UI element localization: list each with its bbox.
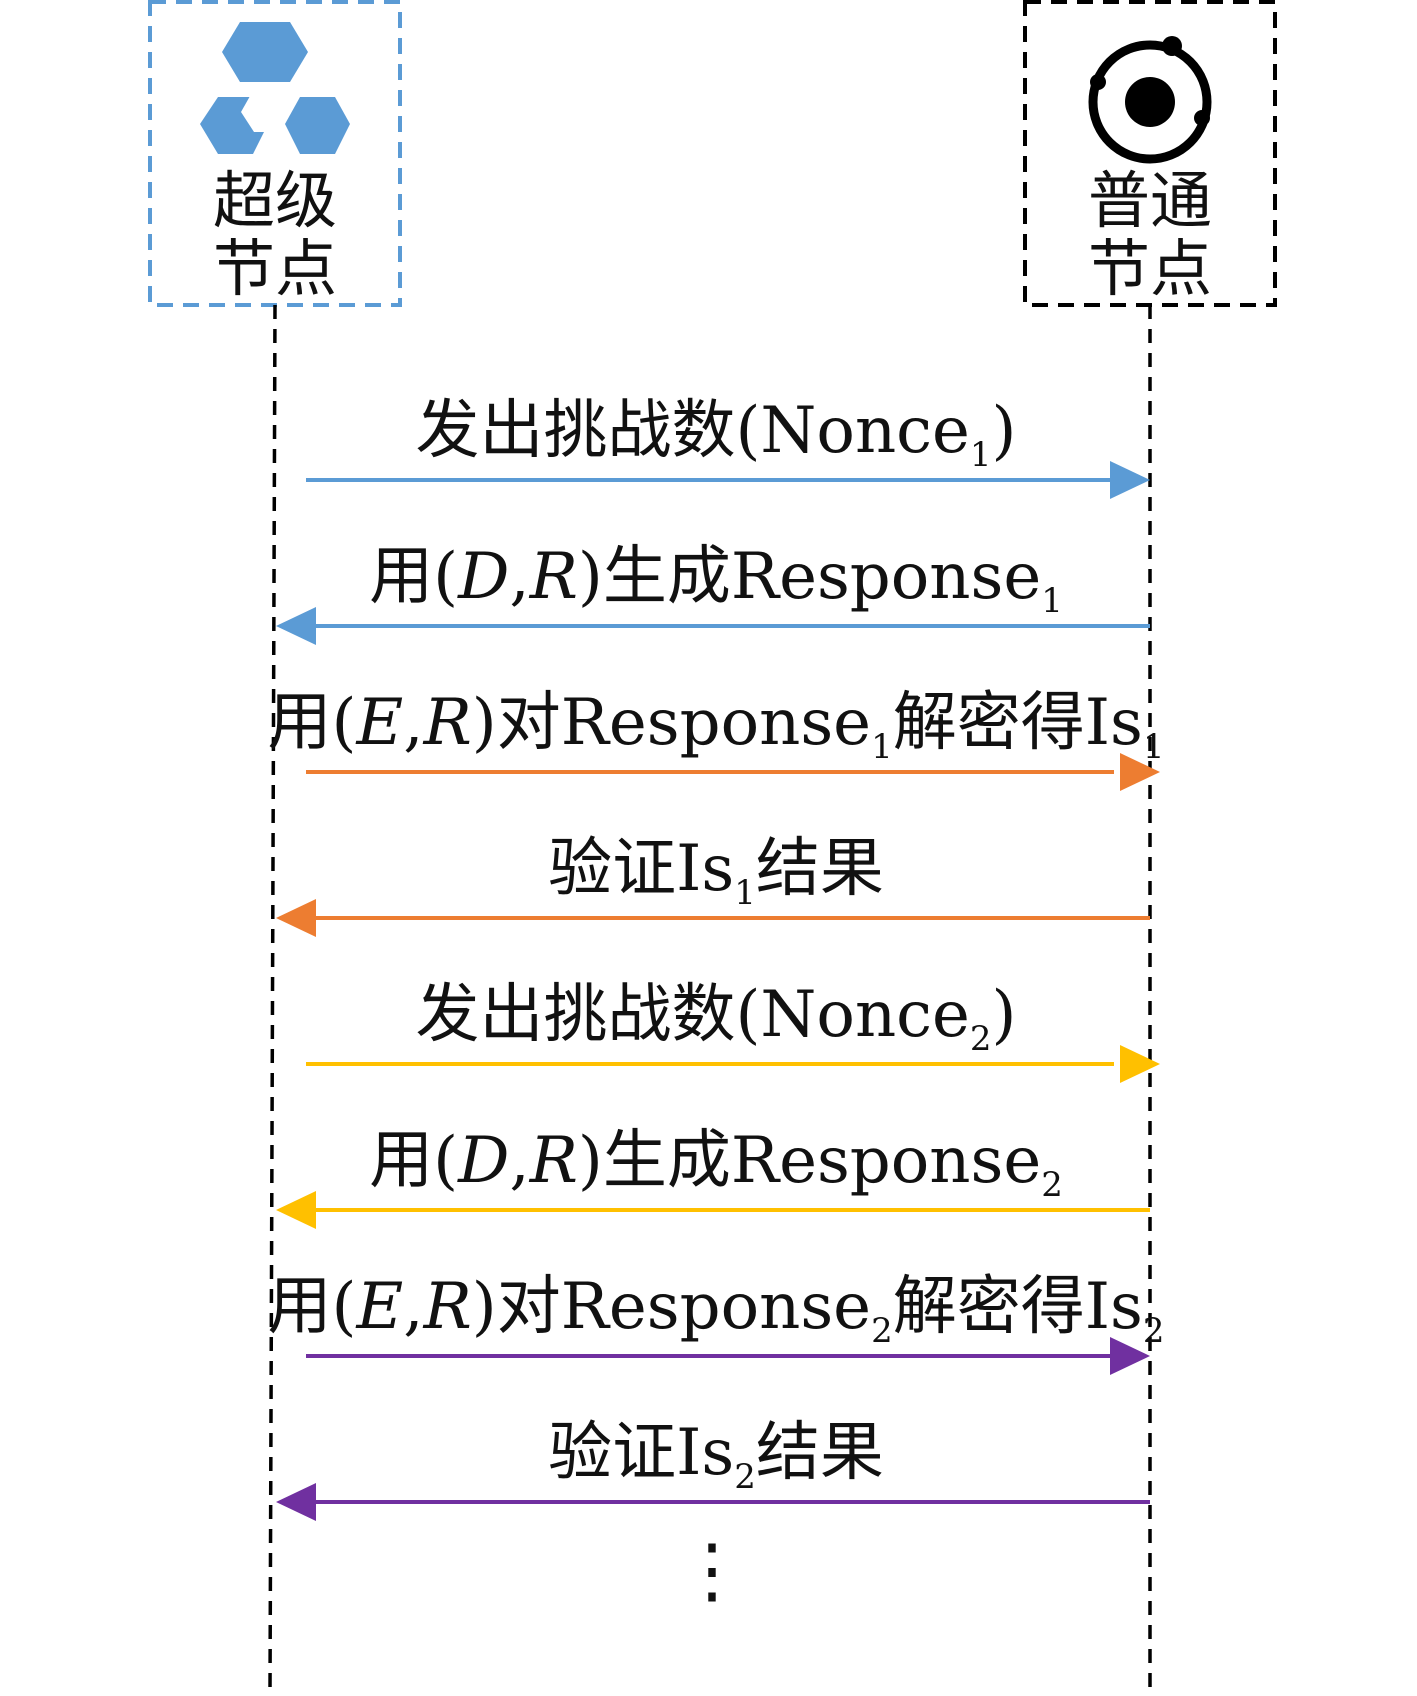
message-label-part: , — [509, 540, 529, 614]
message-label-part: 2 — [871, 1311, 893, 1351]
normal-node-label-line2: 节点 — [1088, 232, 1212, 305]
message-label-part: , — [403, 686, 423, 760]
message-label-part: )生成Response — [578, 540, 1041, 614]
continuation-dots: ⋮ — [676, 1528, 748, 1612]
message-label-part: 1 — [734, 873, 756, 913]
message-label-part: 验证Is — [548, 832, 734, 906]
message-label-part: 结果 — [756, 832, 884, 906]
message-label-part: , — [509, 1124, 529, 1198]
message-label-part: R — [529, 540, 578, 614]
message-label-part: 用( — [268, 1270, 357, 1344]
message-label-part: 1 — [1041, 581, 1063, 621]
message-arrow-head-7 — [1110, 1337, 1150, 1375]
message-label-part: 1 — [871, 727, 893, 767]
message-label-part: E — [356, 686, 404, 760]
message-label-part: 1 — [970, 435, 992, 475]
message-label-part: R — [529, 1124, 578, 1198]
message-label-part: D — [457, 540, 509, 614]
message-label-part: 发出挑战数(Nonce — [415, 978, 969, 1052]
message-label-part: 结果 — [756, 1416, 884, 1490]
message-arrow-head-3 — [1120, 753, 1160, 791]
message-label-part: 用( — [369, 1124, 458, 1198]
message-label-part: )生成Response — [578, 1124, 1041, 1198]
message-label-5: 发出挑战数(Nonce2) — [415, 978, 1016, 1059]
message-label-part: ) — [992, 394, 1017, 468]
message-label-part: D — [457, 1124, 509, 1198]
normal-node-icon — [1088, 36, 1212, 164]
message-label-part: 2 — [1143, 1311, 1165, 1351]
message-label-part: R — [423, 686, 472, 760]
super-node-label-line1: 超级 — [213, 164, 337, 237]
message-label-part: 验证Is — [548, 1416, 734, 1490]
message-label-8: 验证Is2结果 — [548, 1416, 884, 1497]
message-arrow-head-8 — [276, 1483, 316, 1521]
message-label-part: 解密得Is — [893, 1270, 1143, 1344]
super-node-label-line2: 节点 — [213, 232, 337, 305]
message-label-part: 2 — [1041, 1165, 1063, 1205]
message-label-part: 2 — [970, 1019, 992, 1059]
message-label-part: 用( — [369, 540, 458, 614]
message-arrow-head-4 — [276, 899, 316, 937]
message-label-part: , — [403, 1270, 423, 1344]
message-label-2: 用(D,R)生成Response1 — [369, 540, 1063, 621]
super-node-lifeline — [268, 304, 277, 1692]
message-arrow-head-2 — [276, 607, 316, 645]
super-node-icon — [200, 22, 350, 154]
message-label-part: 2 — [734, 1457, 756, 1497]
message-arrow-head-1 — [1110, 461, 1150, 499]
message-label-part: ) — [992, 978, 1017, 1052]
message-label-1: 发出挑战数(Nonce1) — [415, 394, 1016, 475]
message-label-part: 解密得Is — [893, 686, 1143, 760]
message-label-part: R — [423, 1270, 472, 1344]
message-label-4: 验证Is1结果 — [548, 832, 884, 913]
message-label-part: )对Response — [472, 1270, 871, 1344]
message-label-part: E — [356, 1270, 404, 1344]
message-label-part: 发出挑战数(Nonce — [415, 394, 969, 468]
message-label-part: 用( — [268, 686, 357, 760]
message-label-part: )对Response — [472, 686, 871, 760]
message-label-6: 用(D,R)生成Response2 — [369, 1124, 1063, 1205]
normal-node-label-line1: 普通 — [1088, 164, 1212, 237]
message-arrow-head-6 — [276, 1191, 316, 1229]
message-label-3: 用(E,R)对Response1解密得Is1 — [268, 686, 1165, 767]
message-label-7: 用(E,R)对Response2解密得Is2 — [268, 1270, 1165, 1351]
message-label-part: 1 — [1143, 727, 1165, 767]
messages-group: 发出挑战数(Nonce1)用(D,R)生成Response1用(E,R)对Res… — [268, 394, 1165, 1521]
message-arrow-head-5 — [1120, 1045, 1160, 1083]
